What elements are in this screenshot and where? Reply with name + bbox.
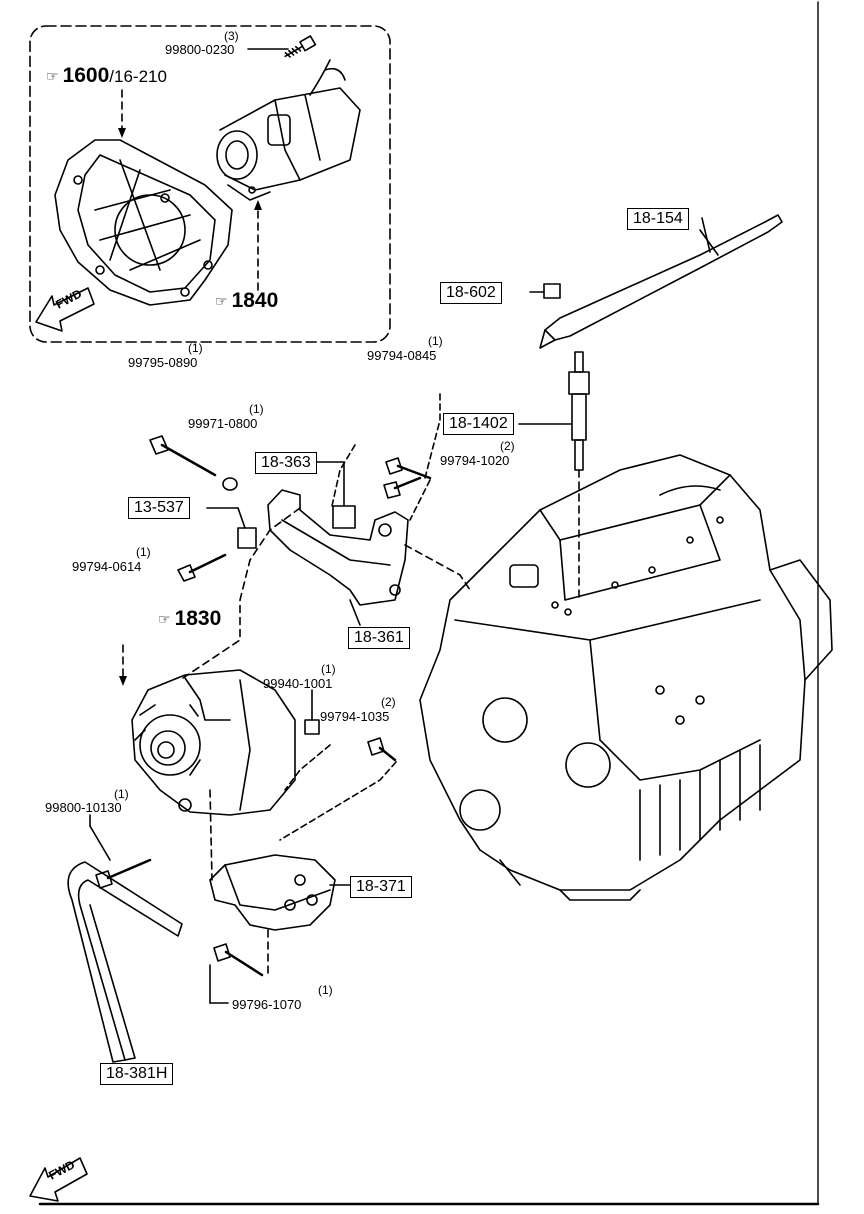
nut-drawing bbox=[529, 283, 561, 299]
washer-drawing bbox=[222, 477, 238, 491]
qty-label: (1) bbox=[114, 787, 129, 801]
engine-block-drawing bbox=[419, 454, 833, 901]
qty-label: (1) bbox=[188, 341, 203, 355]
qty-label: (1) bbox=[318, 983, 333, 997]
part-box-13-537: 13-537 bbox=[128, 497, 190, 519]
qty-label: (1) bbox=[321, 662, 336, 676]
bracket-drawing bbox=[267, 489, 409, 606]
part-box-18-154: 18-154 bbox=[627, 208, 689, 230]
reference-pointer-icon: ☞ bbox=[158, 611, 171, 628]
bolt-drawing bbox=[284, 35, 317, 58]
alternator-bolt-drawing bbox=[95, 858, 152, 889]
qty-label: (1) bbox=[136, 545, 151, 559]
fwd-arrow-bottom bbox=[29, 1157, 88, 1202]
qty-label: (1) bbox=[428, 334, 443, 348]
ref-1840-label: ☞1840 bbox=[215, 289, 279, 312]
part-number-99971-0800: 99971-0800 bbox=[188, 416, 258, 431]
fwd-arrow-inset bbox=[35, 287, 95, 332]
reference-pointer-icon: ☞ bbox=[215, 293, 228, 310]
alternator-drawing bbox=[131, 669, 296, 816]
part-number-99796-1070: 99796-1070 bbox=[232, 997, 302, 1012]
part-box-18-381h: 18-381H bbox=[100, 1063, 174, 1085]
part-number-99794-1035: 99794-1035 bbox=[320, 709, 390, 724]
part-box-18-363: 18-363 bbox=[255, 452, 317, 474]
starter-motor-drawing bbox=[216, 59, 361, 201]
bracket-bolt-drawing bbox=[385, 457, 432, 521]
ref-1830-label: ☞1830 bbox=[158, 607, 222, 630]
part-number-99794-1020: 99794-1020 bbox=[440, 453, 510, 468]
bolt-1035-drawing bbox=[279, 737, 397, 841]
inset-frame bbox=[29, 25, 391, 343]
part-box-18-361: 18-361 bbox=[348, 627, 410, 649]
drive-belt-drawing bbox=[67, 861, 183, 1071]
short-bolt-drawing bbox=[177, 553, 227, 582]
part-number-99794-0845: 99794-0845 bbox=[367, 348, 437, 363]
part-box-18-1402: 18-1402 bbox=[443, 413, 514, 435]
qty-label: (2) bbox=[381, 695, 396, 709]
part-box-18-602: 18-602 bbox=[440, 282, 502, 304]
clip-drawing bbox=[206, 507, 257, 549]
qty-label: (3) bbox=[224, 29, 239, 43]
bolt-1070-drawing bbox=[213, 943, 264, 977]
nut-1001-drawing bbox=[284, 689, 331, 791]
part-number-99800-10130: 99800-10130 bbox=[45, 800, 122, 815]
glow-plug-drawing bbox=[518, 351, 590, 601]
part-number-99940-1001: 99940-1001 bbox=[263, 676, 333, 691]
reference-pointer-icon: ☞ bbox=[46, 68, 59, 85]
part-box-18-371: 18-371 bbox=[350, 876, 412, 898]
transmission-housing-drawing bbox=[54, 139, 233, 306]
upper-bolt-drawing bbox=[383, 389, 441, 499]
long-bolt-drawing bbox=[149, 435, 217, 477]
qty-label: (2) bbox=[500, 439, 515, 453]
ref-1600-label: ☞1600/16-210 bbox=[46, 64, 167, 87]
part-number-99795-0890: 99795-0890 bbox=[128, 355, 198, 370]
glow-plug-rail-drawing bbox=[539, 214, 783, 349]
part-number-99800-0230: 99800-0230 bbox=[165, 42, 235, 57]
part-number-99794-0614: 99794-0614 bbox=[72, 559, 142, 574]
alternator-bracket-drawing bbox=[209, 854, 351, 931]
qty-label: (1) bbox=[249, 402, 264, 416]
